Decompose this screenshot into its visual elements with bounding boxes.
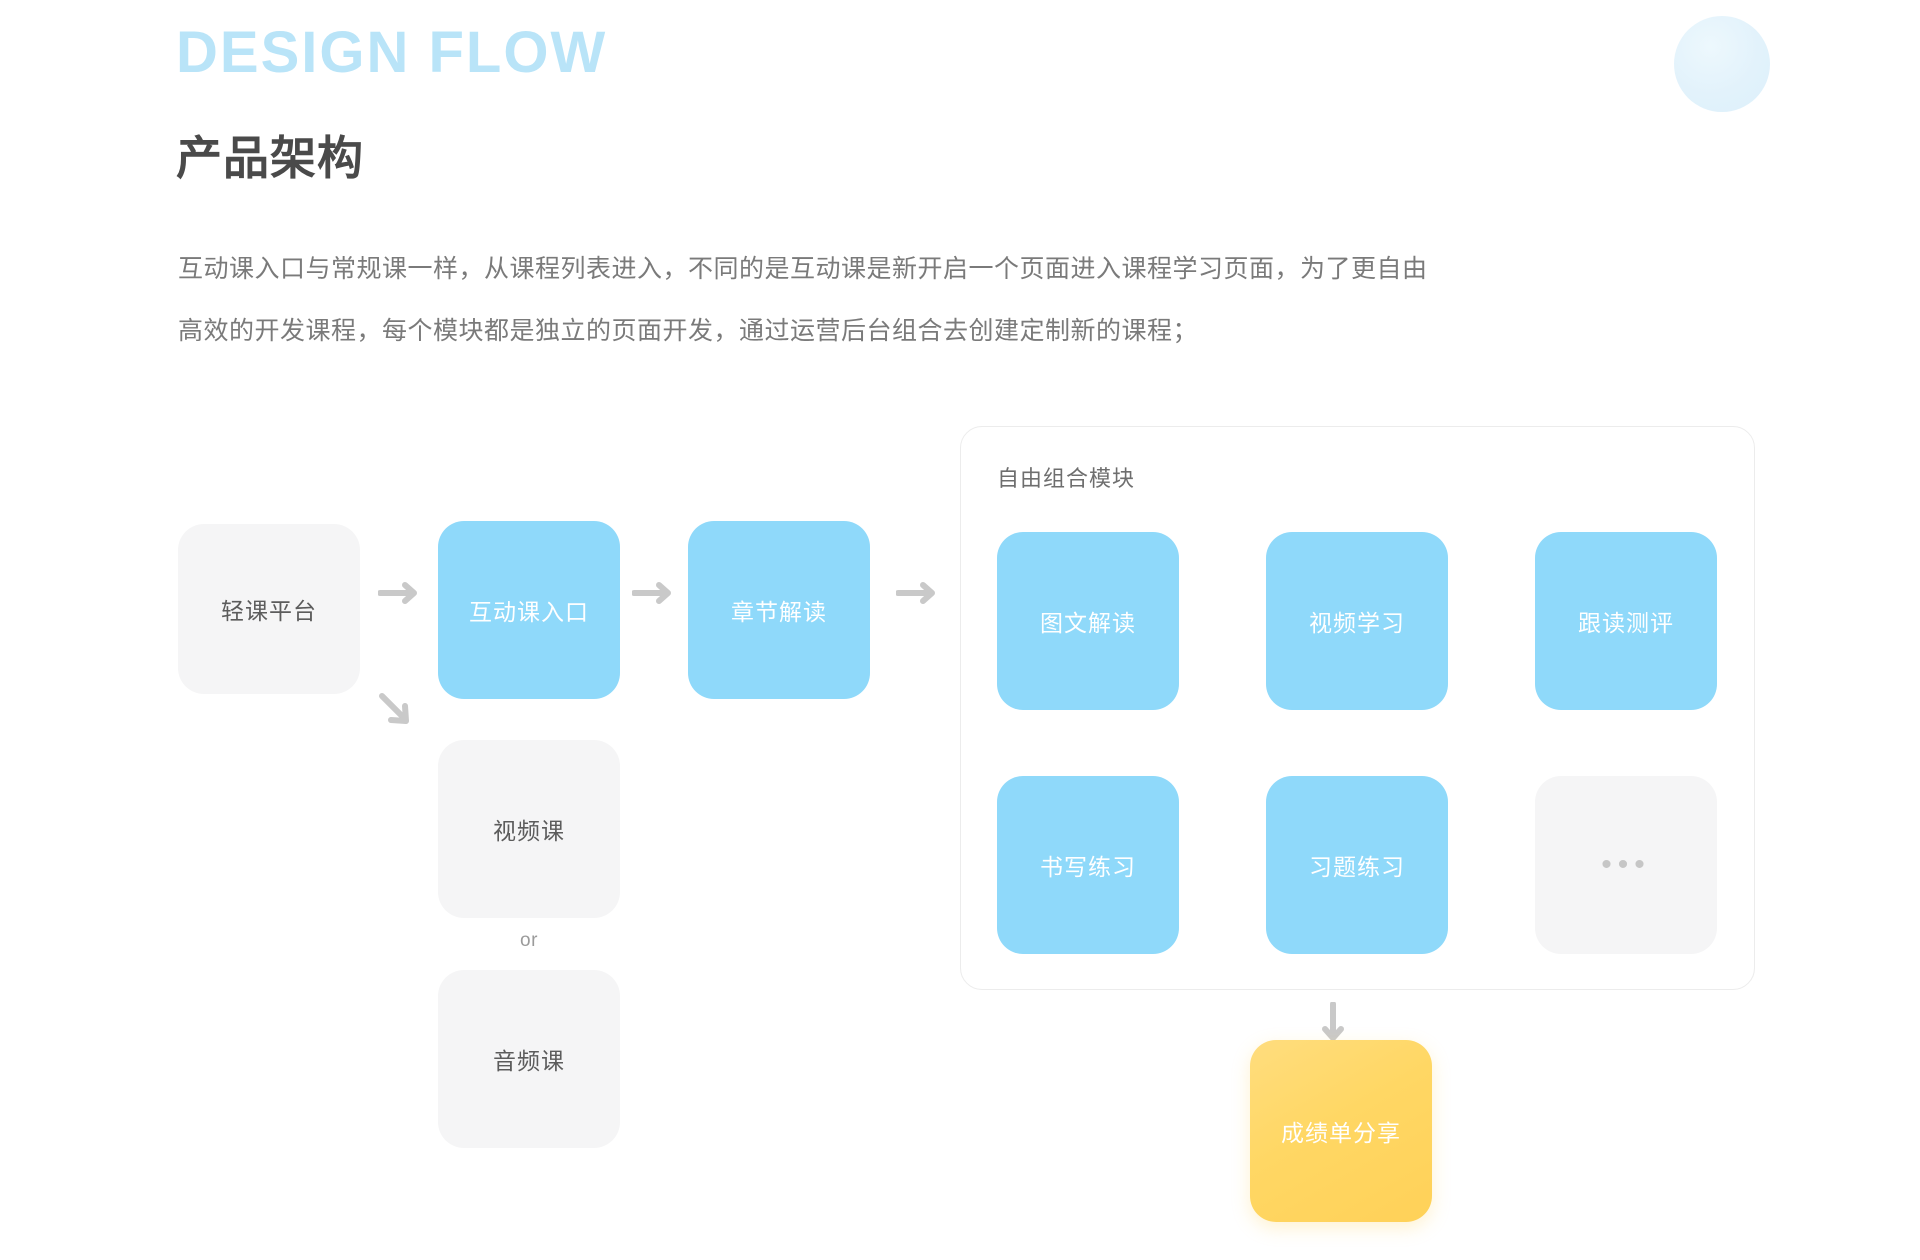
- flow-node-audio-course[interactable]: 音频课: [438, 970, 620, 1148]
- page-eyebrow: DESIGN FLOW: [176, 20, 608, 85]
- module-grid: 图文解读 视频学习 跟读测评 书写练习 习题练习 •••: [997, 532, 1717, 954]
- arrow-right-icon: [378, 580, 422, 606]
- flow-node-audio-course-label: 音频课: [493, 1048, 565, 1074]
- flow-node-interactive-entry[interactable]: 互动课入口: [438, 521, 620, 699]
- module-card-more-placeholder[interactable]: •••: [1535, 776, 1717, 954]
- flow-node-chapter[interactable]: 章节解读: [688, 521, 870, 699]
- or-separator-label: or: [520, 930, 538, 951]
- arrow-down-right-icon: [376, 690, 416, 730]
- flow-node-report-share-label: 成绩单分享: [1281, 1120, 1401, 1146]
- module-card-video-learning[interactable]: 视频学习: [1266, 532, 1448, 710]
- module-card-label: 书写练习: [1040, 854, 1136, 880]
- module-card-label: 习题练习: [1309, 854, 1405, 880]
- module-card-read-along-assessment[interactable]: 跟读测评: [1535, 532, 1717, 710]
- module-card-label: 视频学习: [1309, 610, 1405, 636]
- flow-node-platform-label: 轻课平台: [221, 598, 317, 624]
- intro-line-2: 高效的开发课程，每个模块都是独立的页面开发，通过运营后台组合去创建定制新的课程；: [178, 317, 1199, 345]
- arrow-right-icon: [632, 580, 676, 606]
- flow-node-chapter-label: 章节解读: [731, 599, 827, 625]
- arrow-right-icon: [896, 580, 940, 606]
- more-dots-icon: •••: [1601, 848, 1651, 881]
- intro-line-1: 互动课入口与常规课一样，从课程列表进入，不同的是互动课是新开启一个页面进入课程学…: [178, 255, 1428, 283]
- module-card-exercise-practice[interactable]: 习题练习: [1266, 776, 1448, 954]
- module-card-label: 跟读测评: [1578, 610, 1674, 636]
- intro-paragraph: 互动课入口与常规课一样，从课程列表进入，不同的是互动课是新开启一个页面进入课程学…: [178, 238, 1748, 362]
- flow-node-video-course[interactable]: 视频课: [438, 740, 620, 918]
- module-card-graphic-reading[interactable]: 图文解读: [997, 532, 1179, 710]
- module-card-writing-practice[interactable]: 书写练习: [997, 776, 1179, 954]
- module-panel: 自由组合模块 图文解读 视频学习 跟读测评 书写练习 习题练习 •••: [960, 426, 1755, 990]
- flow-node-interactive-entry-label: 互动课入口: [469, 599, 589, 625]
- flow-node-platform[interactable]: 轻课平台: [178, 524, 360, 694]
- circle-decoration: [1674, 16, 1770, 112]
- flow-node-video-course-label: 视频课: [493, 818, 565, 844]
- arrow-down-icon: [1320, 1002, 1346, 1046]
- page-title: 产品架构: [176, 131, 364, 184]
- module-panel-title: 自由组合模块: [997, 466, 1136, 491]
- flow-node-report-share[interactable]: 成绩单分享: [1250, 1040, 1432, 1222]
- module-card-label: 图文解读: [1040, 610, 1136, 636]
